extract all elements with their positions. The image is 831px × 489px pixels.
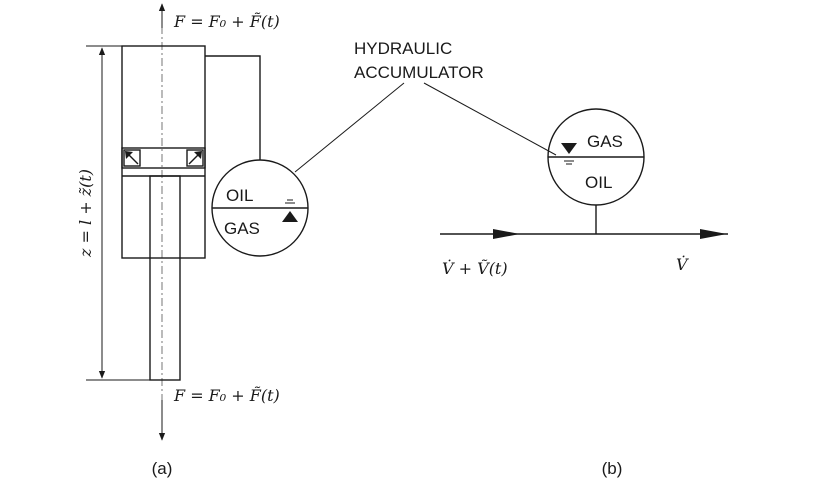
- cylinder-barrel: [121, 45, 206, 259]
- flow-arrow-in-icon: [493, 229, 520, 239]
- right-oil-label: OIL: [585, 173, 612, 192]
- seal-left-arrow: [125, 151, 133, 159]
- seal-right-arrow: [194, 151, 202, 159]
- piston-seal-right: [186, 149, 204, 167]
- piston-rod: [149, 175, 181, 381]
- leader-line-left: [294, 82, 405, 173]
- left-oil-label: OIL: [226, 186, 253, 205]
- flow-in-label: V̇ + Ṽ(t): [442, 258, 508, 278]
- accumulator-title-line2: ACCUMULATOR: [354, 63, 484, 82]
- level-marker-right-icon: [561, 143, 577, 154]
- leader-line-right: [423, 82, 557, 156]
- stroke-label: z = l + z̃(t): [76, 169, 95, 258]
- force-top-label: F = F₀ + F̃(t): [173, 12, 280, 31]
- flow-arrow-out-icon: [700, 229, 727, 239]
- accumulator-left: [211, 159, 309, 257]
- caption-a: (a): [152, 459, 173, 478]
- level-marker-left-icon: [282, 211, 298, 222]
- accumulator-right: [547, 108, 645, 234]
- caption-b: (b): [602, 459, 623, 478]
- accumulator-title-line1: HYDRAULIC: [354, 39, 452, 58]
- cylinder-assembly: [86, 3, 261, 441]
- piston: [121, 147, 206, 169]
- piston-seal-left: [123, 149, 141, 167]
- left-gas-label: GAS: [224, 219, 260, 238]
- oil-pipe: [205, 55, 261, 160]
- force-bottom-label: F = F₀ + F̃(t): [173, 386, 280, 405]
- right-gas-label: GAS: [587, 132, 623, 151]
- flow-out-label: V̇: [676, 255, 689, 274]
